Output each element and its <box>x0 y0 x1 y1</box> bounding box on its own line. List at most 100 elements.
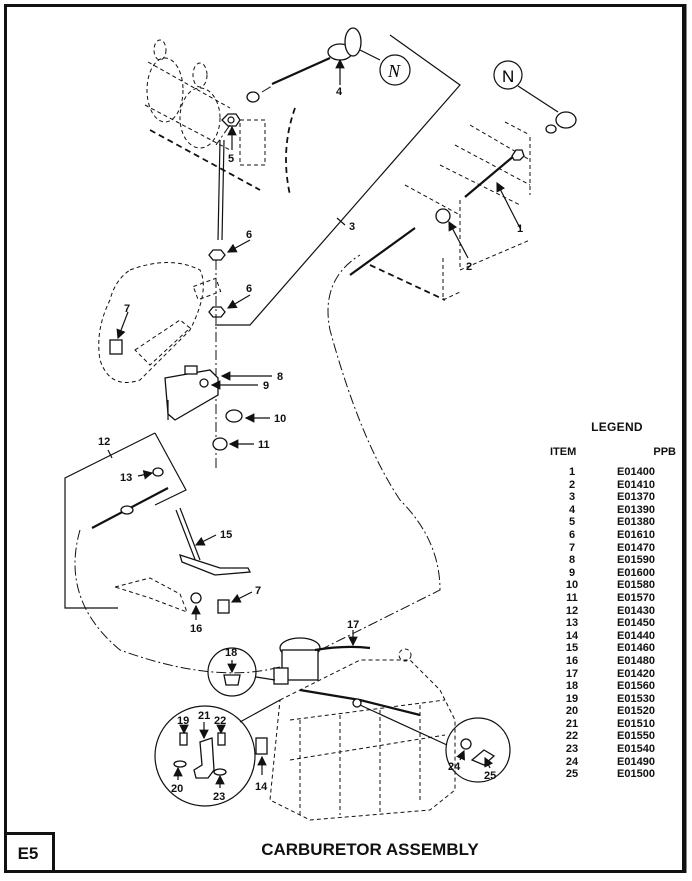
cable-rod <box>349 227 416 276</box>
legend-item-number: 9 <box>568 566 576 579</box>
legend-ppb-code: E01510 <box>617 717 655 730</box>
carburetor <box>273 637 321 685</box>
callout-16: 16 <box>190 623 202 635</box>
part-6-nut-lower <box>208 306 226 318</box>
part-18-clip <box>223 674 241 686</box>
legend-item-number: 19 <box>565 692 579 705</box>
dashboard-panel-phantom <box>144 39 296 196</box>
legend-item-number: 7 <box>568 541 576 554</box>
legend-ppb-code: E01550 <box>617 730 655 743</box>
part-19-screw <box>179 732 188 746</box>
part-21-bracket <box>193 737 215 779</box>
part-15-lever <box>175 507 252 576</box>
part-2-grommet <box>435 208 451 224</box>
legend-row: 4 E01390 <box>548 504 686 517</box>
legend-row: 12 E01430 <box>548 605 686 618</box>
callout-12: 12 <box>98 436 110 448</box>
callout-6-upper: 6 <box>246 229 252 241</box>
legend-item-number: 8 <box>568 554 576 567</box>
legend-ppb-code: E01380 <box>617 516 655 529</box>
callout-5: 5 <box>228 153 234 165</box>
callout-9: 9 <box>263 380 269 392</box>
legend-item-number: 3 <box>568 491 576 504</box>
part-7-clip-lower <box>217 599 230 614</box>
legend-ppb-code: E01500 <box>617 768 655 781</box>
legend-item-number: 23 <box>565 743 579 756</box>
new-part-symbol-n-right: N <box>502 67 514 86</box>
legend-item-number: 4 <box>568 503 576 516</box>
callout-3: 3 <box>349 221 355 233</box>
legend-item-number: 11 <box>566 591 578 604</box>
legend-ppb-code: E01390 <box>617 503 655 516</box>
callout-6-lower: 6 <box>246 283 252 295</box>
callout-19: 19 <box>177 715 189 727</box>
detail-circle-24-25 <box>445 717 511 783</box>
legend-column-ppb: PPB <box>653 446 676 458</box>
legend-ppb-code: E01400 <box>617 466 655 478</box>
part-7-clip-upper <box>109 339 123 355</box>
detail-circle-19-23 <box>154 705 256 807</box>
legend-ppb-code: E01470 <box>617 541 655 554</box>
part-17-cable <box>314 645 371 652</box>
callout-15: 15 <box>220 529 232 541</box>
part-16-nut <box>190 592 202 604</box>
part-8-bracket <box>164 365 219 421</box>
legend-item-number: 24 <box>565 755 579 768</box>
legend-item-number: 2 <box>568 478 576 491</box>
legend-ppb-code: E01430 <box>617 604 655 617</box>
new-part-symbol-n: N <box>387 61 401 81</box>
legend-column-item: ITEM <box>550 446 577 458</box>
legend-row: 23 E01540 <box>548 743 686 756</box>
legend-item-number: 5 <box>568 516 576 529</box>
legend-item-number: 22 <box>565 730 579 743</box>
legend-ppb-code: E01540 <box>617 743 655 756</box>
part-4-throttle-control-knob <box>246 27 362 103</box>
legend-row: 25 E01500 <box>548 768 686 781</box>
legend-item-number: 6 <box>568 528 576 541</box>
legend-row: 24 E01490 <box>548 756 686 769</box>
part-20-washer <box>173 760 187 768</box>
figure-id: E5 <box>17 844 39 863</box>
callout-7-upper: 7 <box>124 303 130 315</box>
legend-ppb-code: E01610 <box>617 528 655 541</box>
callout-8: 8 <box>277 371 283 383</box>
legend-item-number: 17 <box>565 667 579 680</box>
callout-23: 23 <box>213 791 225 803</box>
legend-ppb-code: E01490 <box>617 755 655 768</box>
legend-ppb-code: E01580 <box>617 579 655 592</box>
part-5-nut <box>215 113 241 241</box>
part-11-bushing <box>212 437 228 451</box>
legend-ppb-code: E01560 <box>617 680 655 693</box>
part-6-nut-upper <box>208 249 226 261</box>
legend-row: 22 E01550 <box>548 730 686 743</box>
part-13-washer <box>152 467 164 477</box>
legend-row: 6 E01610 <box>548 529 686 542</box>
part-24-clamp <box>460 738 472 750</box>
legend-item-number: 10 <box>565 579 579 592</box>
legend-item-number: 12 <box>565 604 579 617</box>
legend-title: LEGEND <box>591 420 643 434</box>
page-title: CARBURETOR ASSEMBLY <box>261 840 479 859</box>
engine-block-phantom <box>269 648 456 821</box>
callout-24: 24 <box>448 761 461 773</box>
legend-ppb-code: E01480 <box>617 654 655 667</box>
legend-item-number: 14 <box>565 629 579 642</box>
part-3-cable-leader <box>215 34 461 326</box>
callout-21: 21 <box>198 710 210 722</box>
callout-7-lower: 7 <box>255 585 261 597</box>
legend-item-number: 25 <box>565 768 579 781</box>
legend-header: ITEM PPB <box>548 446 686 458</box>
legend-ppb-code: E01420 <box>617 667 655 680</box>
